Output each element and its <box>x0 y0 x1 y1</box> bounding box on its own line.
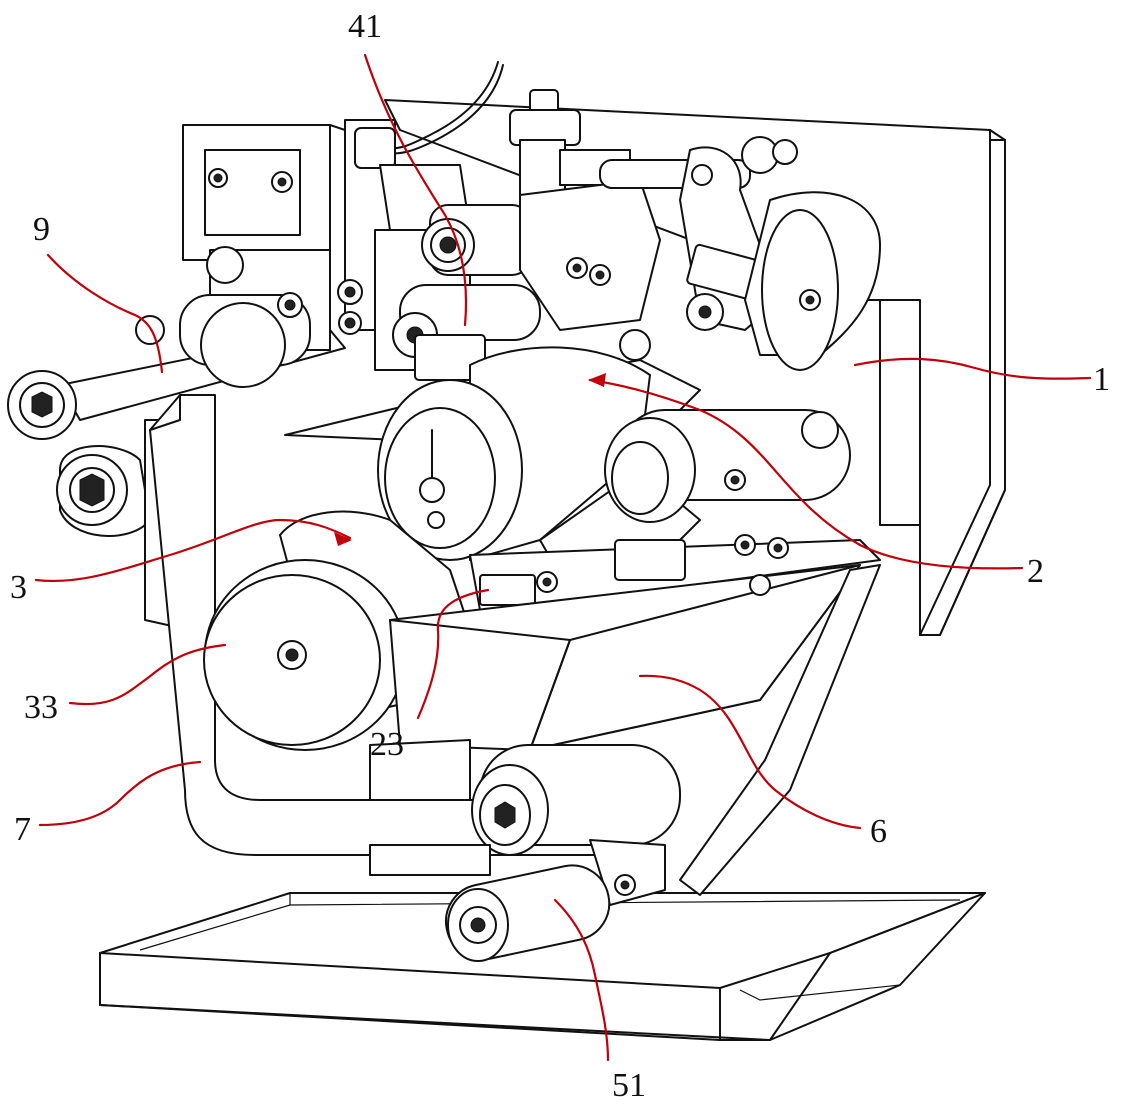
right-strut <box>679 564 881 896</box>
label-1: 1 <box>1093 361 1110 398</box>
left-upper-bracket <box>182 124 346 261</box>
leader-9 <box>46 253 164 374</box>
top-wire <box>384 61 504 155</box>
upper-mechanism <box>354 89 661 381</box>
label-6: 6 <box>870 813 887 850</box>
leader-51 <box>553 898 610 1062</box>
leader-6 <box>638 674 862 830</box>
label-3: 3 <box>10 569 27 606</box>
label-33: 33 <box>24 689 58 726</box>
part-labels: 41 9 1 2 3 33 23 7 6 51 <box>10 8 1110 1104</box>
middle-bracket <box>469 534 881 611</box>
leader-lines <box>34 53 1092 1062</box>
base-tray <box>99 892 986 1041</box>
label-41: 41 <box>348 8 382 45</box>
leader-2 <box>588 378 1024 570</box>
leader-3 <box>34 518 352 583</box>
lower-roller <box>369 739 681 876</box>
left-arm <box>7 246 346 440</box>
label-2: 2 <box>1027 553 1044 590</box>
right-linkage <box>599 136 881 371</box>
leader-1 <box>853 357 1092 380</box>
leader-3-arrow <box>334 532 352 546</box>
leader-41 <box>363 53 468 327</box>
label-51: 51 <box>612 1067 646 1104</box>
right-roller <box>604 409 851 523</box>
leader-33 <box>68 643 227 706</box>
label-9: 9 <box>33 211 50 248</box>
label-23: 23 <box>370 726 404 763</box>
label-7: 7 <box>14 811 31 848</box>
leader-7 <box>38 760 202 827</box>
leader-23 <box>416 588 490 720</box>
roller-51 <box>444 839 666 962</box>
pulley-assembly <box>203 510 471 751</box>
leader-2-arrow <box>588 373 606 387</box>
hopper-chute <box>389 564 861 751</box>
